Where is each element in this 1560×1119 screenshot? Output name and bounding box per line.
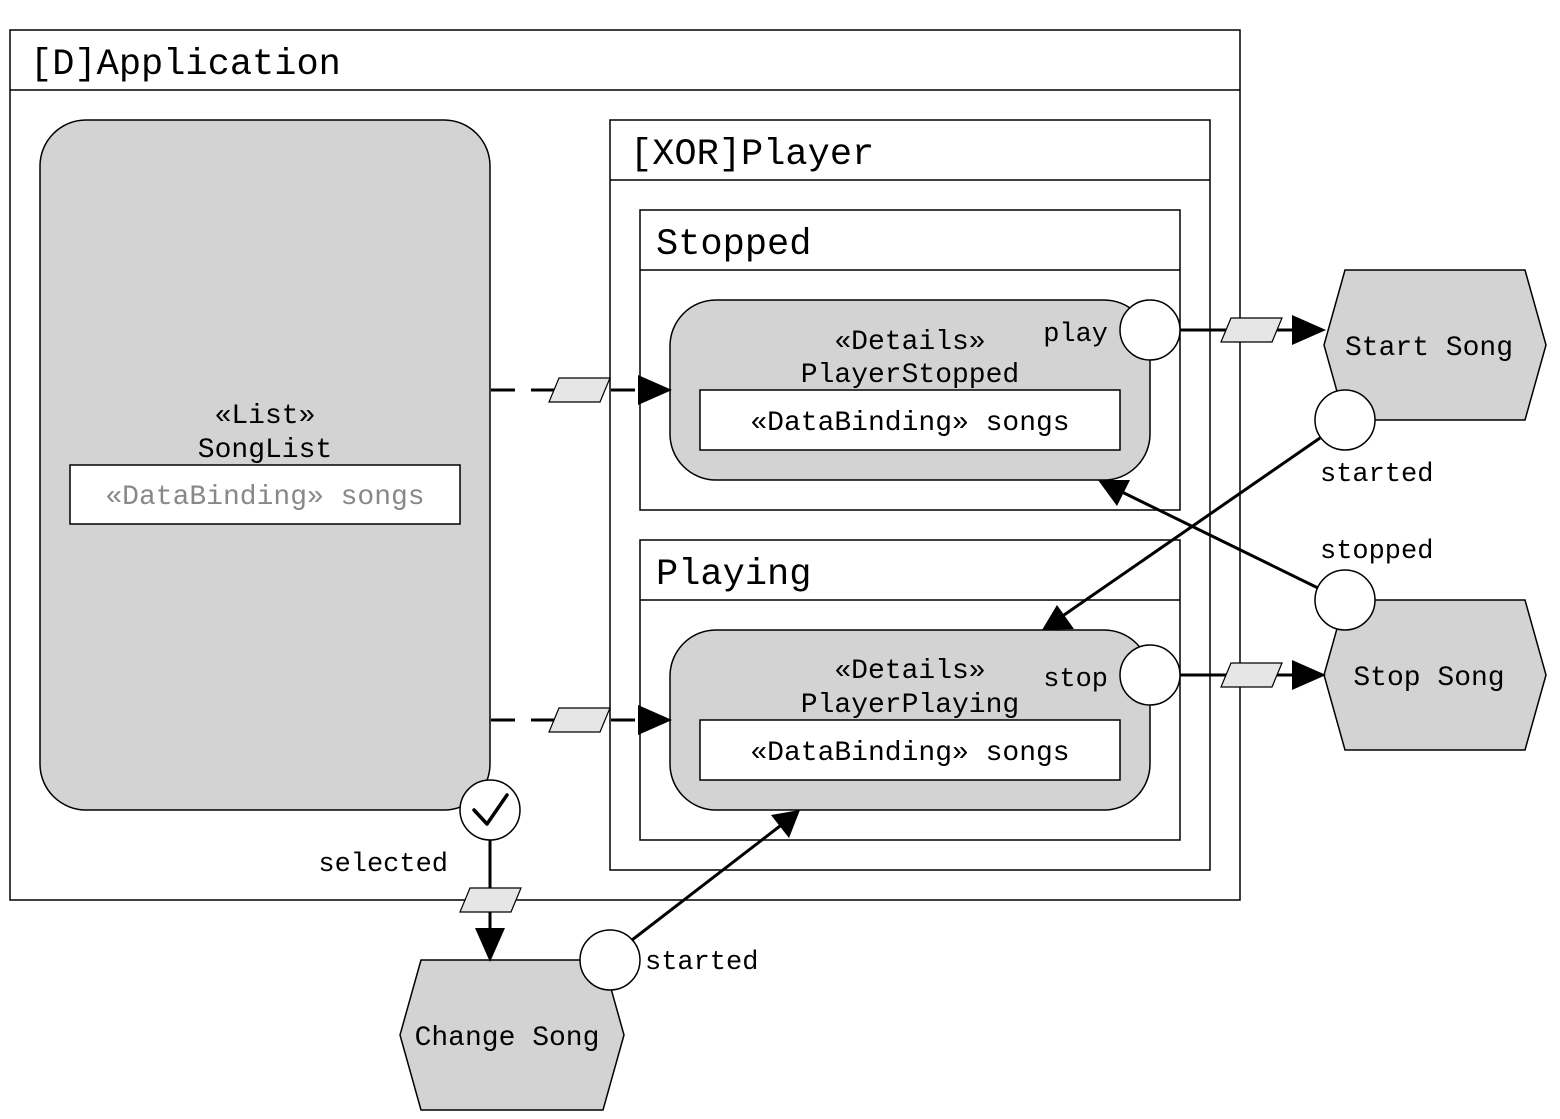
flow-stop-to-stop-song xyxy=(1180,660,1326,690)
change-song-label: Change Song xyxy=(415,1023,600,1054)
player-stopped-stereotype: «Details» xyxy=(834,327,985,358)
song-list-name: SongList xyxy=(198,435,332,466)
song-list-stereotype: «List» xyxy=(215,401,316,432)
parameter-binding-icon xyxy=(1220,317,1283,343)
change-song-action[interactable]: Change Song xyxy=(399,959,625,1111)
player-playing-name: PlayerPlaying xyxy=(801,690,1019,721)
flow-selected-to-change-song xyxy=(459,840,522,962)
flow-change-song-started-to-playing xyxy=(631,810,800,942)
start-song-started-label: started xyxy=(1320,460,1433,490)
flow-play-to-start-song xyxy=(1180,315,1326,345)
stopped-title: Stopped xyxy=(656,224,811,266)
player-playing-stereotype: «Details» xyxy=(834,656,985,687)
parameter-binding-icon xyxy=(548,377,611,403)
data-flow-playing xyxy=(491,705,672,735)
song-list-binding: «DataBinding» songs xyxy=(105,482,424,513)
song-selected-label: selected xyxy=(318,850,448,880)
stop-event[interactable]: stop xyxy=(1043,644,1181,706)
stop-event-label: stop xyxy=(1043,665,1108,695)
player-playing-details[interactable]: «Details» PlayerPlaying «DataBinding» so… xyxy=(669,629,1151,811)
parameter-binding-icon xyxy=(1220,662,1283,688)
song-selected-event[interactable]: selected xyxy=(318,779,521,880)
song-list-container[interactable]: «List» SongList «DataBinding» songs xyxy=(39,119,491,811)
player-stopped-binding: «DataBinding» songs xyxy=(750,408,1069,439)
stop-song-label: Stop Song xyxy=(1353,663,1504,694)
stop-song-stopped-label: stopped xyxy=(1320,537,1433,567)
start-song-started-event[interactable]: started xyxy=(1314,389,1433,490)
player-playing-binding: «DataBinding» songs xyxy=(750,738,1069,769)
player-title: [XOR]Player xyxy=(630,134,874,176)
parameter-binding-icon xyxy=(459,887,522,913)
flow-stop-song-stopped-to-stopped xyxy=(1098,480,1319,590)
play-event-label: play xyxy=(1043,320,1108,350)
player-stopped-name: PlayerStopped xyxy=(801,360,1019,391)
change-song-started-event[interactable]: started xyxy=(579,929,758,991)
checkmark-icon xyxy=(472,793,509,826)
play-event[interactable]: play xyxy=(1043,299,1181,361)
parameter-binding-icon xyxy=(548,707,611,733)
start-song-action[interactable]: Start Song xyxy=(1323,269,1547,421)
data-flow-stopped xyxy=(491,375,672,405)
application-title: [D]Application xyxy=(30,44,341,86)
playing-title: Playing xyxy=(656,554,811,596)
change-song-started-label: started xyxy=(645,948,758,978)
stop-song-stopped-event[interactable]: stopped xyxy=(1314,537,1433,631)
start-song-label: Start Song xyxy=(1345,333,1513,364)
player-stopped-details[interactable]: «Details» PlayerStopped «DataBinding» so… xyxy=(669,299,1151,481)
